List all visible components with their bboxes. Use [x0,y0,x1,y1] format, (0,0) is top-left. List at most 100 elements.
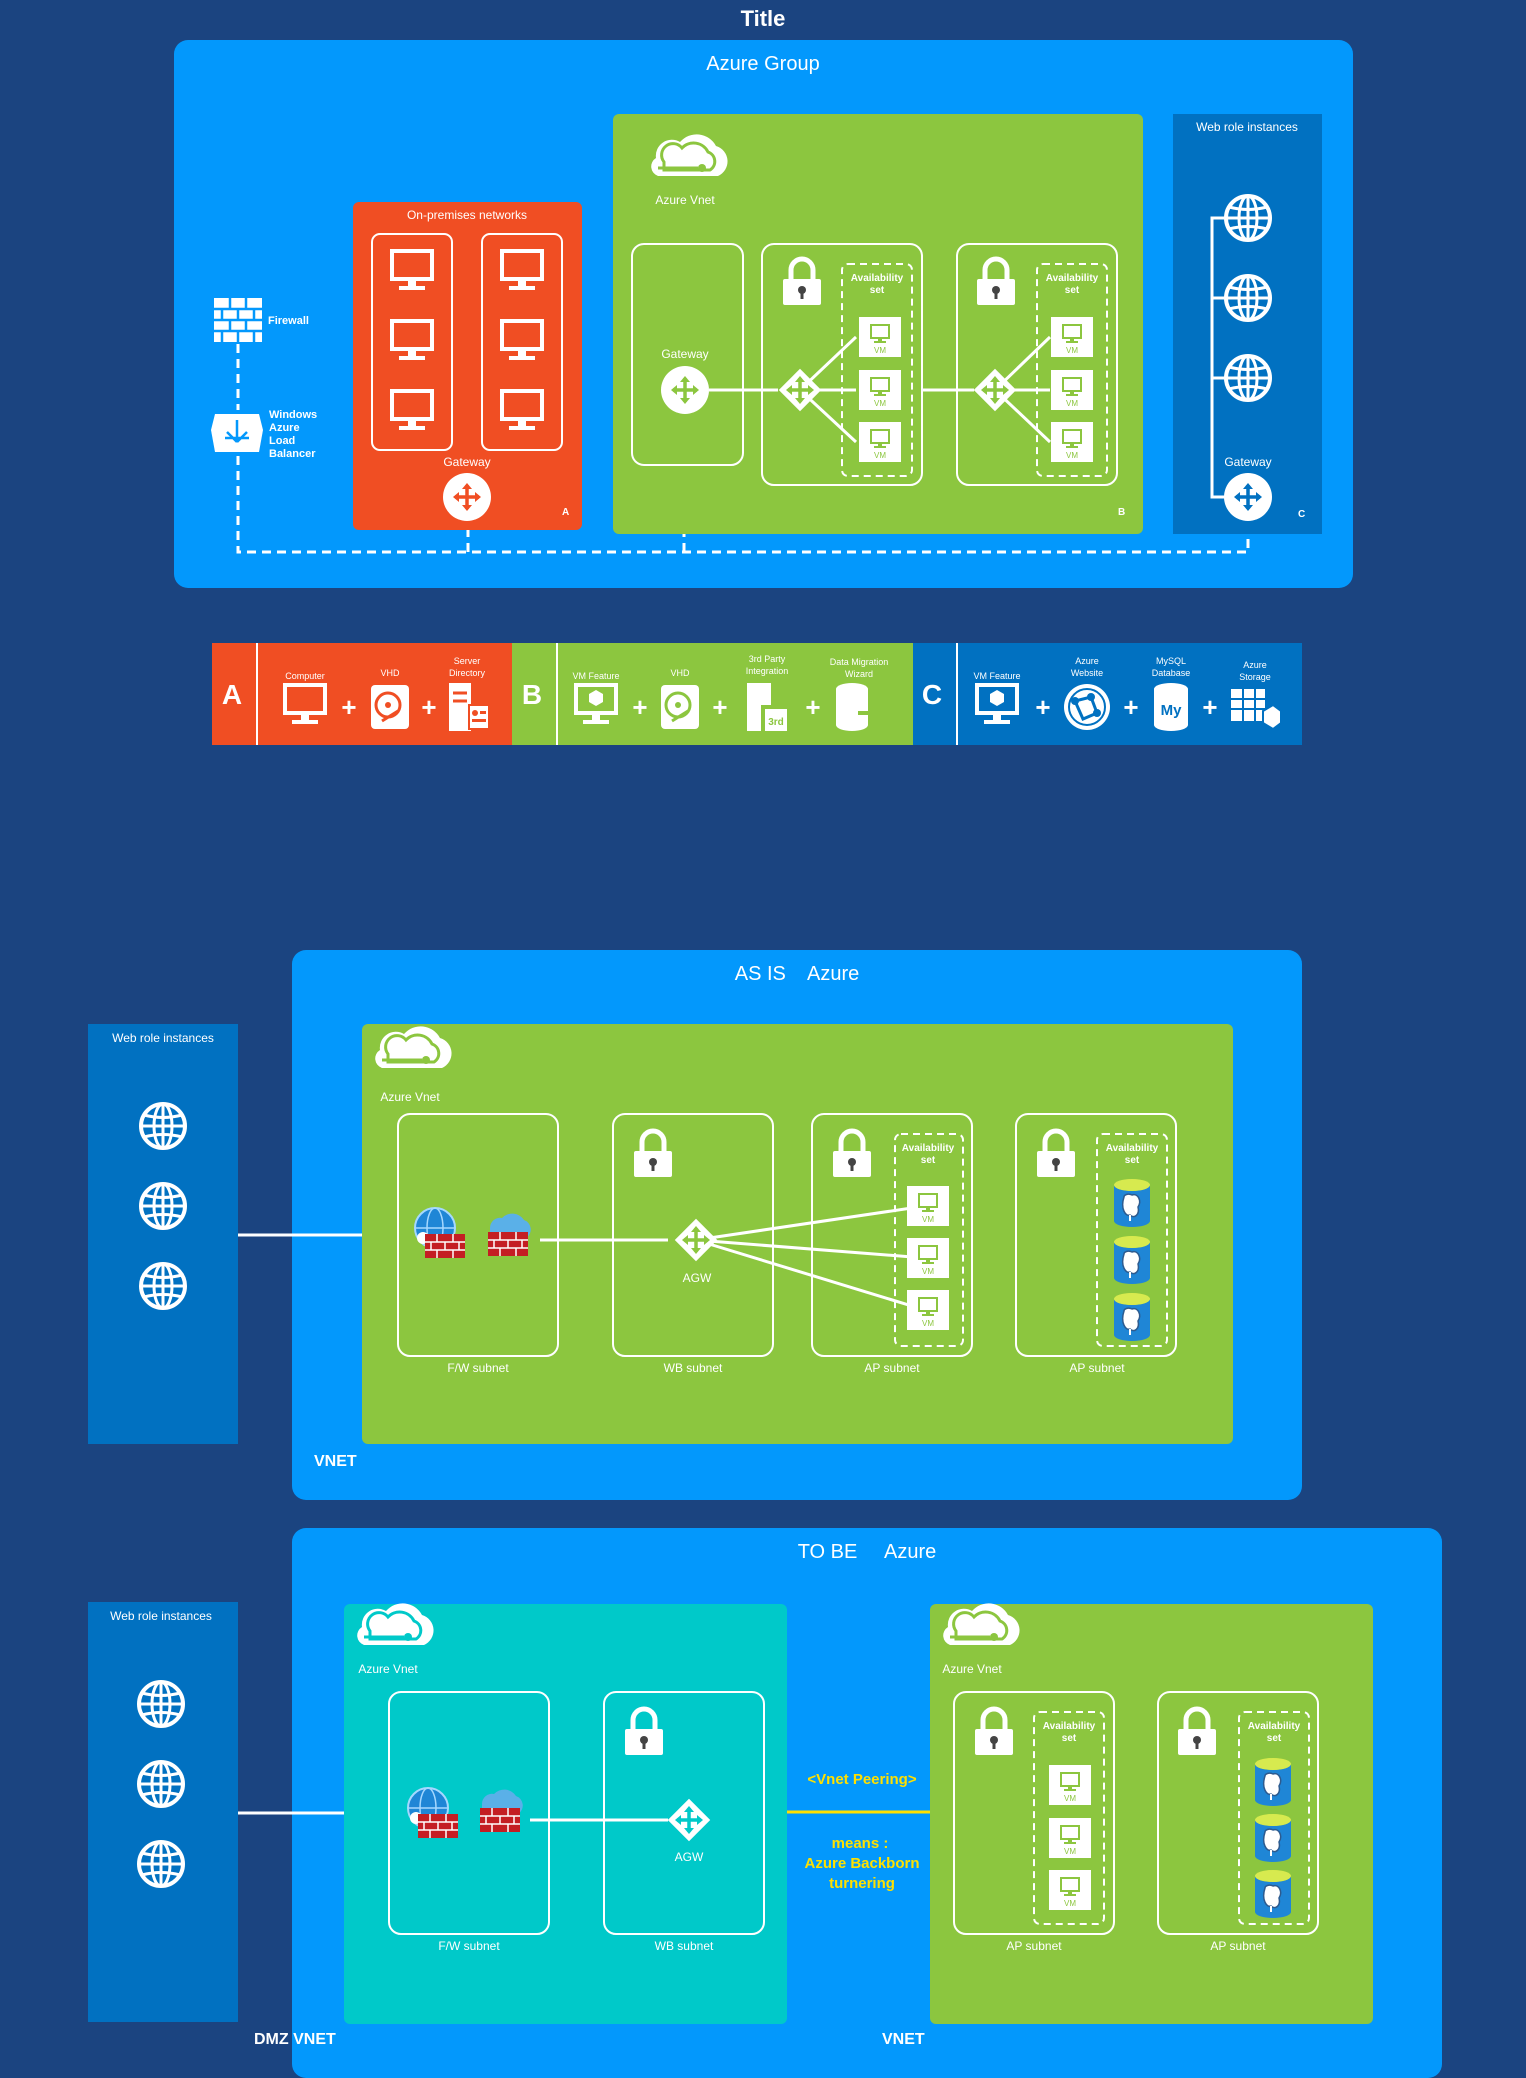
legend-item-label: Integration [746,666,789,676]
cloud-firewall-icon [487,1213,531,1257]
firewall-label: Firewall [268,315,309,327]
load-balancer-icon [211,414,263,452]
availability-set-label: Availability [851,273,904,284]
web-firewall-icon [414,1207,466,1259]
tobe-webrole-title: Web role instances [110,1609,212,1623]
postgresql-db-icon [1113,1292,1151,1342]
legend-item-label: Computer [285,671,325,681]
firewall-icon [214,298,262,342]
gateway-icon [1224,473,1272,521]
vnet-peering-label: <Vnet Peering> [807,1771,916,1788]
svg-text:Azure: Azure [269,422,300,434]
svg-text:Balancer: Balancer [269,448,316,460]
plus-sign: + [341,692,356,722]
means-label: means : [832,1835,889,1852]
legend-bar: A B C Computer VHD Server Directory [212,643,1302,745]
asis-footer: VNET [314,1453,357,1470]
azure-website-icon [1064,684,1110,730]
agw-icon [667,1798,711,1842]
availability-set-label: set [921,1155,936,1166]
plus-sign: + [632,692,647,722]
subnet-label: AP subnet [864,1361,920,1375]
asis-vnet-label: Azure Vnet [380,1090,440,1104]
vm-icon [1048,1869,1092,1911]
third-party-badge: 3rd [768,717,784,728]
vm-icon [1050,369,1094,411]
top-vnet-letter: B [1118,507,1125,518]
onprem-title: On-premises networks [407,208,527,222]
top-webrole-letter: C [1298,509,1305,520]
legend-item-label: VHD [670,668,690,678]
subnet-label: AP subnet [1210,1939,1266,1953]
legend-item-label: VM Feature [572,671,619,681]
vhd-icon [661,685,699,729]
plus-sign: + [1123,692,1138,722]
globe-icon [1224,194,1272,242]
vm-icon [1048,1817,1092,1859]
subnet-label: AP subnet [1069,1361,1125,1375]
lb-label: Windows Azure Load Balancer [269,409,317,460]
tobe-vnet-label-left: Azure Vnet [358,1662,418,1676]
vm-icon [1050,316,1094,358]
availability-set-label: set [1125,1155,1140,1166]
tobe-title: TO BE Azure [798,1541,937,1563]
agw-label: AGW [683,1271,712,1285]
globe-icon [137,1680,185,1728]
availability-set-label: Availability [1046,273,1099,284]
availability-set-label: Availability [1248,1721,1301,1732]
asis-title: AS IS Azure [735,963,860,985]
availability-set-label: set [870,285,885,296]
third-party-integration-icon: 3rd [747,683,787,731]
postgresql-db-icon [1254,1869,1292,1919]
top-vnet-panel: Azure Vnet Gateway Availability set Avai… [613,114,1143,534]
availability-set-label: set [1267,1733,1282,1744]
postgresql-db-icon [1113,1178,1151,1228]
globe-icon [1224,274,1272,322]
globe-icon [137,1760,185,1808]
azure-storage-icon [1231,689,1282,731]
web-firewall-icon [407,1787,459,1839]
top-webrole-gateway-label: Gateway [1224,455,1271,469]
data-migration-wizard-icon [836,683,882,731]
postgresql-db-icon [1254,1813,1292,1863]
vm-icon [906,1185,950,1227]
tobe-vnet-label-right: Azure Vnet [942,1662,1002,1676]
availability-set-label: Availability [902,1143,955,1154]
subnet-label: AP subnet [1006,1939,1062,1953]
legend-item-label: Wizard [845,669,873,679]
vm-icon [906,1237,950,1279]
onprem-networks-panel: On-premises networks Gateway A [353,202,582,530]
legend-item-label: Website [1071,668,1103,678]
page-title: Title [741,6,786,31]
mysql-database-icon: My [1154,683,1188,731]
legend-item-label: Azure [1243,660,1267,670]
vm-icon [1048,1764,1092,1806]
vm-feature-icon [574,683,618,726]
plus-sign: + [421,692,436,722]
legend-letter-b: B [522,679,542,710]
server-directory-icon [449,683,490,731]
plus-sign: + [805,692,820,722]
plus-sign: + [1202,692,1217,722]
vm-icon [1050,421,1094,463]
legend-letter-c: C [922,679,942,710]
globe-icon [137,1840,185,1888]
vm-feature-icon [975,683,1019,726]
tobe-section: TO BE Azure Web role instances Azure Vne… [88,1528,1442,2078]
globe-icon [139,1102,187,1150]
availability-set-label: Availability [1043,1721,1096,1732]
legend-item-label: VM Feature [973,671,1020,681]
vm-icon [858,369,902,411]
svg-text:Load: Load [269,435,295,447]
globe-icon [139,1182,187,1230]
legend-item-label: Server [454,656,481,666]
legend-item-label: Database [1152,668,1191,678]
legend-item-label: Directory [449,668,486,678]
top-webrole-panel: Web role instances Gateway C [1173,114,1322,534]
tobe-footer-left: DMZ VNET [254,2031,336,2048]
postgresql-db-icon [1254,1757,1292,1807]
legend-item-label: MySQL [1156,656,1186,666]
plus-sign: + [1035,692,1050,722]
asis-section: AS IS Azure Web role instances Azure Vne… [88,950,1302,1500]
